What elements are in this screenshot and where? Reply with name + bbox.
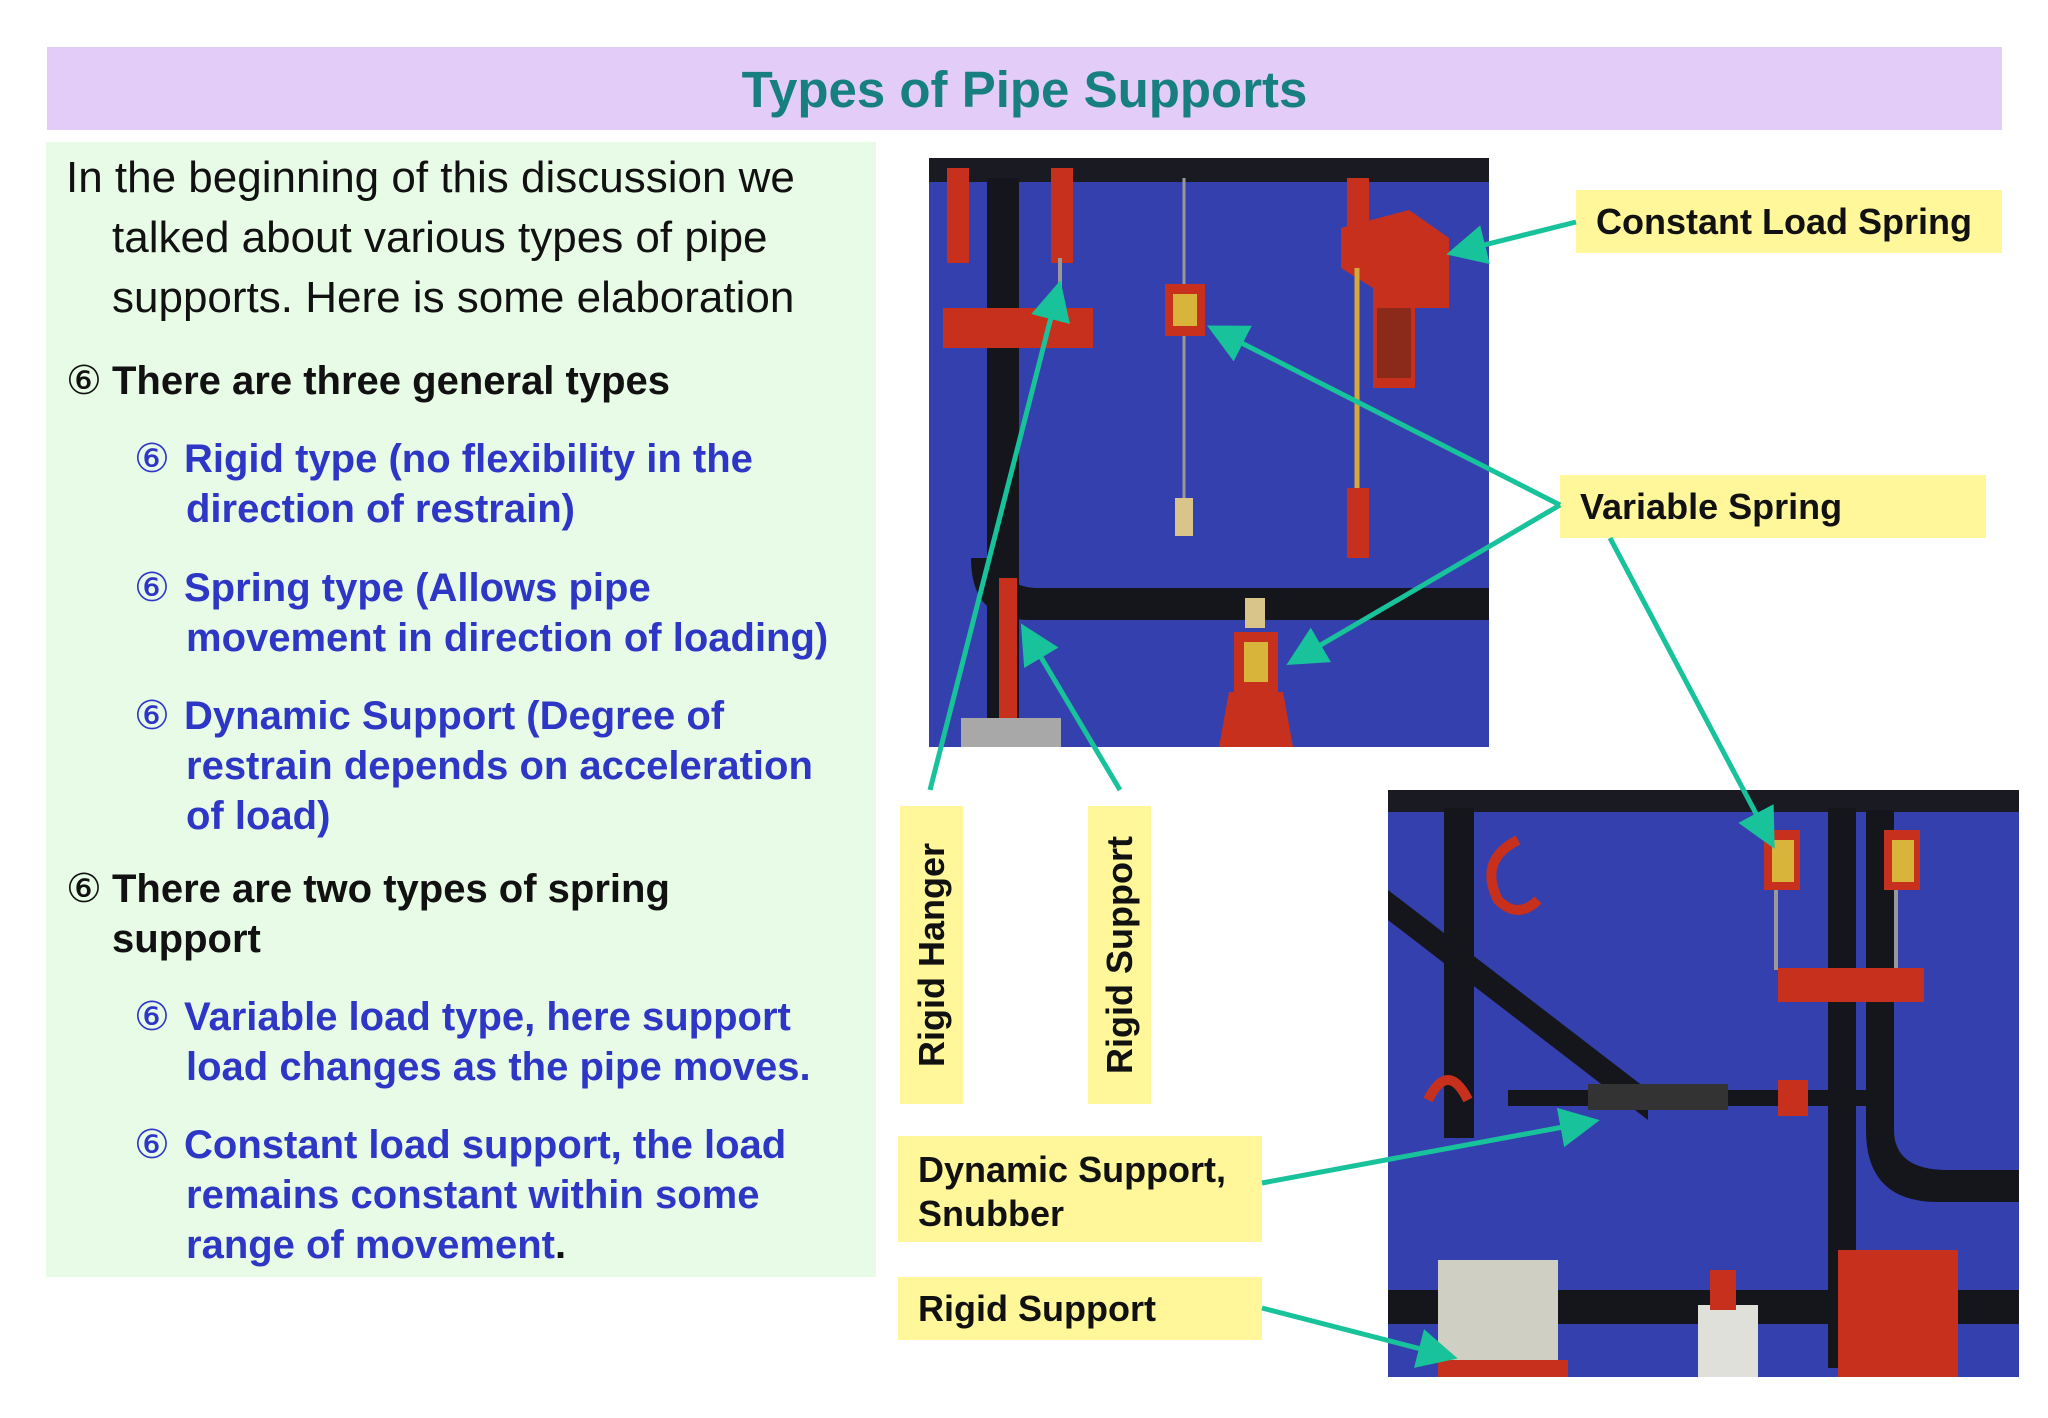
photo-bottom-drawing (1388, 790, 2019, 1377)
label-dynamic-support-line-1: Dynamic Support, (918, 1149, 1227, 1190)
label-rigid-support-bottom: Rigid Support (898, 1277, 1262, 1340)
title-bar: Types of Pipe Supports (47, 47, 2002, 130)
intro-line-2: talked about various types of pipe (112, 213, 768, 262)
intro-line-1: In the beginning of this discussion we (66, 153, 795, 202)
text-panel: In the beginning of this discussion we t… (46, 142, 876, 1277)
bullet-icon: ⑥ (134, 437, 170, 481)
bullet-icon: ⑥ (134, 566, 170, 610)
photo-pipe-supports-top (929, 158, 1489, 747)
label-dynamic-support-snubber: Dynamic Support, Snubber (898, 1136, 1262, 1242)
label-rigid-hanger: Rigid Hanger (900, 806, 963, 1104)
bullet-icon: ⑥ (66, 359, 102, 403)
bullet-icon: ⑥ (134, 1123, 170, 1167)
page-title: Types of Pipe Supports (741, 61, 1308, 118)
label-dynamic-support-line-2: Snubber (918, 1193, 1065, 1234)
label-constant-load-spring: Constant Load Spring (1576, 190, 2002, 253)
bullet-icon: ⑥ (134, 694, 170, 738)
intro-line-3: supports. Here is some elaboration (112, 273, 795, 322)
photo-pipe-supports-bottom (1388, 790, 2019, 1377)
photo-top-drawing (929, 158, 1489, 747)
label-rigid-hanger-text: Rigid Hanger (910, 842, 952, 1068)
bullet-icon: ⑥ (66, 867, 102, 911)
label-rigid-support-vertical-text: Rigid Support (1098, 836, 1140, 1074)
label-rigid-support-vertical: Rigid Support (1088, 806, 1151, 1104)
label-variable-spring: Variable Spring (1560, 475, 1986, 538)
bullet-icon: ⑥ (134, 995, 170, 1039)
